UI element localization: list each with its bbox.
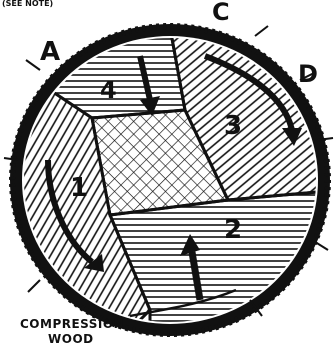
see-note-label: (SEE NOTE): [2, 0, 53, 8]
board-number-4: 4: [100, 76, 117, 104]
compression-wood-caption-line1: COMPRESSION: [20, 318, 124, 330]
corner-label-c: C: [212, 0, 230, 26]
board-number-2: 2: [224, 215, 242, 245]
board-number-3: 3: [224, 111, 242, 141]
board-number-1: 1: [70, 173, 88, 203]
corner-label-a: A: [40, 37, 60, 67]
compression-wood-caption-line2: WOOD: [48, 333, 94, 345]
corner-label-d: D: [298, 60, 318, 88]
